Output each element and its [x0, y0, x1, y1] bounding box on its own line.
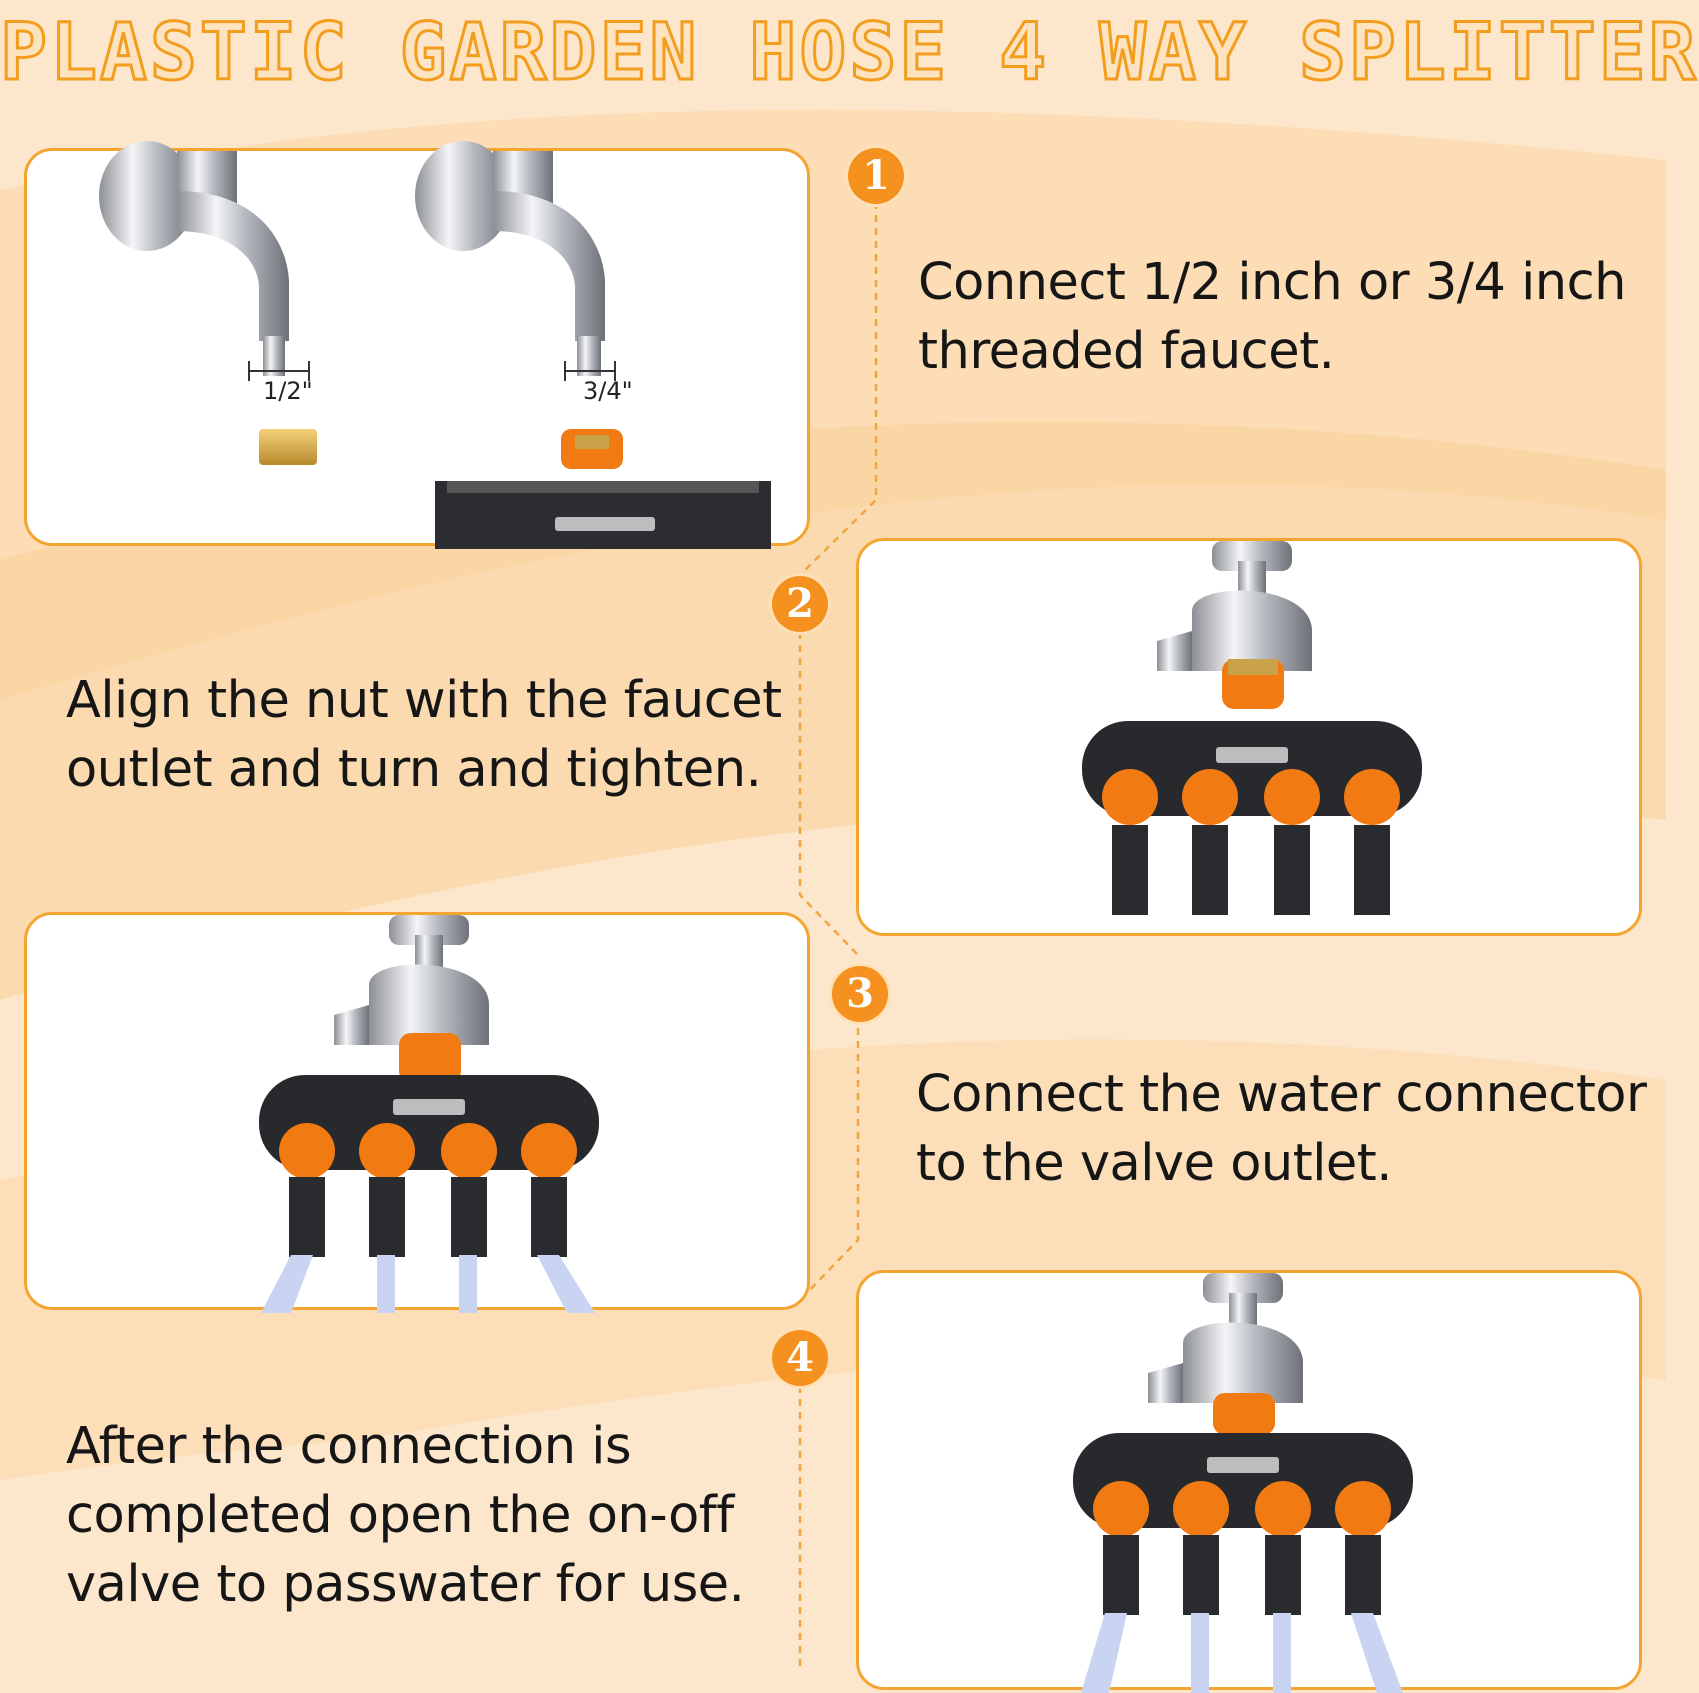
size-label-half: 1/2" — [263, 377, 313, 405]
faucet-three-quarter-inch-icon — [415, 141, 771, 549]
step-3-badge: 3 — [832, 966, 888, 1022]
hose-icon — [261, 1255, 595, 1313]
step-1-badge: 1 — [848, 148, 904, 204]
hoses-connected-illustration — [259, 915, 599, 1313]
step-1-text: Connect 1/2 inch or 3/4 inch threaded fa… — [918, 253, 1626, 381]
step-3-text: Connect the water connector to the valve… — [916, 1065, 1647, 1193]
size-label-three-quarter: 3/4" — [583, 377, 633, 405]
faucet-size-panel: 1/2" 3/4" — [24, 141, 810, 549]
faucet-half-inch-icon — [99, 141, 317, 465]
step-2-text: Align the nut with the faucet outlet and… — [66, 671, 782, 799]
page-title: PLASTIC GARDEN HOSE 4 WAY SPLITTER — [0, 7, 1699, 100]
valve-knobs-icon — [1102, 769, 1400, 915]
step-4-text: After the connection is completed open t… — [66, 1417, 745, 1614]
splitter-on-faucet-illustration — [1082, 541, 1422, 915]
final-setup-panel — [856, 1270, 1642, 1693]
hose-connected-panel — [24, 912, 810, 1313]
faucet-illustration — [99, 141, 771, 549]
step-2-badge: 2 — [772, 576, 828, 632]
splitter-attached-panel — [856, 538, 1642, 936]
step-4-badge: 4 — [772, 1330, 828, 1386]
final-setup-illustration — [1073, 1273, 1413, 1693]
